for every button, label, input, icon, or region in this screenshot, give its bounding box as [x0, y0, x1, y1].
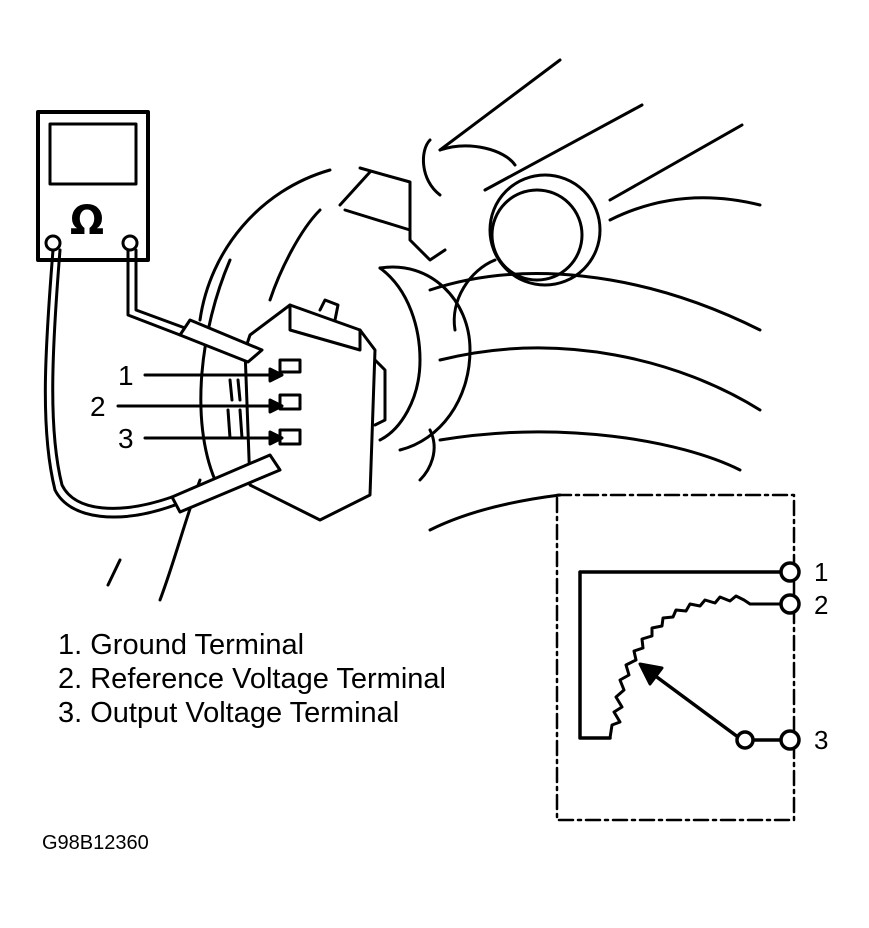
test-leads: [43, 248, 282, 519]
terminal-legend: 1. Ground Terminal 2. Reference Voltage …: [58, 628, 446, 730]
schematic-terminal-1: 1: [814, 557, 829, 587]
tps-sensor-housing: [268, 166, 472, 482]
legend-item: 1. Ground Terminal: [58, 629, 305, 661]
throttle-shaft: [421, 138, 602, 332]
legend-item: 2. Reference Voltage Terminal: [58, 663, 446, 695]
sensor-connector: [226, 298, 387, 522]
ohmmeter: [36, 110, 150, 262]
callout-arrows: [116, 367, 284, 446]
schematic-terminal-2: 2: [814, 590, 829, 620]
callout-2: 2: [90, 391, 106, 422]
callout-3: 3: [118, 423, 134, 454]
figure-code: G98B12360: [42, 832, 149, 854]
tps-schematic: [555, 493, 801, 822]
resistor-track: [608, 594, 782, 740]
callout-1: 1: [118, 360, 134, 391]
ohm-symbol: Ω: [70, 198, 105, 244]
legend-item: 3. Output Voltage Terminal: [58, 697, 400, 729]
schematic-terminal-3: 3: [814, 725, 829, 755]
